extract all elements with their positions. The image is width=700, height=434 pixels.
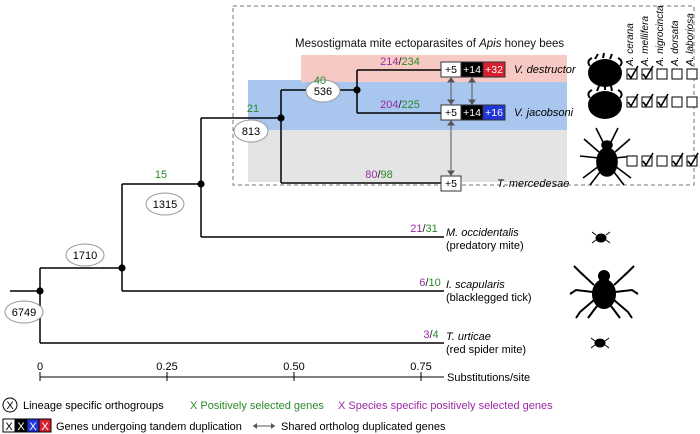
node-root: 6749 xyxy=(12,307,36,319)
host-checkboxes xyxy=(626,65,699,167)
taxon-t-urticae: T. urticae xyxy=(446,331,491,343)
v-jacobsoni-silhouette xyxy=(587,85,623,119)
svg-text:X: X xyxy=(17,421,25,433)
svg-text:80/98: 80/98 xyxy=(365,169,393,181)
tip-counts: 214/234 204/225 80/98 21/31 6/10 3/4 xyxy=(365,56,441,341)
svg-text:21/31: 21/31 xyxy=(410,223,438,235)
band-v-jacobsoni xyxy=(248,80,567,130)
taxon-t-mercedesae: T. mercedesae xyxy=(497,178,569,190)
taxon-v-jacobsoni: V. jacobsoni xyxy=(514,107,574,119)
axis-ticks: 0 0.25 0.50 0.75 Substitutions/site xyxy=(37,361,530,384)
clade-title: Mesostigmata mite ectoparasites of Apis … xyxy=(295,38,564,50)
svg-text:X: X xyxy=(5,421,13,433)
i-scapularis-silhouette xyxy=(569,265,639,319)
tandem-boxes: +5 +14 +32 +5 +14 +16 +5 xyxy=(440,61,506,192)
check-mark-icon xyxy=(627,93,639,108)
common-i-scapularis: (blacklegged tick) xyxy=(446,292,532,304)
legend-lineage: Lineage specific orthogroups xyxy=(23,400,164,412)
m-occidentalis-silhouette xyxy=(591,231,611,244)
tree-node-dots xyxy=(36,86,361,295)
legend-shared: Shared ortholog duplicated genes xyxy=(281,421,446,433)
legend-positive: X Positively selected genes xyxy=(190,400,324,412)
branch-40: 40 xyxy=(314,75,326,87)
host-a-cerana: A. cerana xyxy=(625,23,636,67)
host-checkbox-mercedesae-1 xyxy=(641,155,653,167)
host-checkbox-mercedesae-4 xyxy=(686,155,698,167)
check-mark-icon xyxy=(672,152,684,167)
t-urticae-silhouette xyxy=(590,337,610,349)
legend: X Lineage specific orthogroups X Positiv… xyxy=(2,397,553,433)
shared-ortholog-arrows xyxy=(447,77,476,176)
svg-text:X: X xyxy=(6,400,14,412)
host-checkbox-destructor-0 xyxy=(626,68,638,80)
t-mercedesae-silhouette xyxy=(579,127,635,186)
band-destructor-top xyxy=(301,56,567,82)
svg-text:0.50: 0.50 xyxy=(283,361,304,373)
host-checkbox-jacobsoni-2 xyxy=(656,96,668,108)
node-1315: 1315 xyxy=(153,199,177,211)
svg-text:214/234: 214/234 xyxy=(380,56,420,68)
svg-text:204/225: 204/225 xyxy=(380,99,420,111)
host-a-mellifera: A. mellifera xyxy=(640,16,651,67)
svg-text:+14: +14 xyxy=(463,64,481,76)
svg-text:0: 0 xyxy=(37,361,43,373)
node-813: 813 xyxy=(242,126,260,138)
check-mark-icon xyxy=(687,152,699,167)
svg-text:X: X xyxy=(29,421,37,433)
node-1710: 1710 xyxy=(73,250,97,262)
svg-text:0.25: 0.25 xyxy=(156,361,177,373)
v-destructor-silhouette xyxy=(587,52,623,87)
scale-axis xyxy=(39,372,444,381)
legend-tandem: Genes undergoing tandem duplication xyxy=(56,421,242,433)
svg-text:6/10: 6/10 xyxy=(419,277,440,289)
check-mark-icon xyxy=(657,93,669,108)
svg-text:+5: +5 xyxy=(445,64,457,76)
host-checkbox-jacobsoni-0 xyxy=(626,96,638,108)
host-checkbox-destructor-3 xyxy=(671,68,683,80)
taxon-m-occidentalis: M. occidentalis xyxy=(446,227,519,239)
check-mark-icon xyxy=(642,65,654,80)
taxon-names: V. destructor V. jacobsoni T. mercedesae… xyxy=(446,64,577,356)
taxon-i-scapularis: I. scapularis xyxy=(446,279,505,291)
svg-text:+32: +32 xyxy=(485,64,503,76)
check-mark-icon xyxy=(642,93,654,108)
host-checkbox-destructor-1 xyxy=(641,68,653,80)
host-checkbox-destructor-2 xyxy=(656,68,668,80)
host-checkbox-jacobsoni-3 xyxy=(671,96,683,108)
node-536: 536 xyxy=(314,86,332,98)
common-m-occidentalis: (predatory mite) xyxy=(446,240,524,252)
common-t-urticae: (red spider mite) xyxy=(446,344,526,356)
svg-text:+14: +14 xyxy=(463,107,481,119)
axis-label: Substitutions/site xyxy=(447,372,530,384)
host-checkbox-jacobsoni-4 xyxy=(686,96,698,108)
taxon-v-destructor: V. destructor xyxy=(514,64,577,76)
branch-15: 15 xyxy=(155,169,167,181)
svg-text:+5: +5 xyxy=(445,178,457,190)
host-a-nigrocincta: A. nigrocincta xyxy=(655,5,666,67)
host-checkbox-destructor-4 xyxy=(686,68,698,80)
host-checkbox-jacobsoni-1 xyxy=(641,96,653,108)
host-a-dorsata: A. dorsata xyxy=(670,20,681,67)
host-checkbox-mercedesae-2 xyxy=(656,155,668,167)
host-checkbox-mercedesae-3 xyxy=(671,155,683,167)
apis-parasite-frame xyxy=(232,5,695,186)
tree-branches xyxy=(10,69,447,344)
legend-species: X Species specific positively selected g… xyxy=(338,400,553,412)
svg-text:0.75: 0.75 xyxy=(410,361,431,373)
host-checkbox-mercedesae-0 xyxy=(626,155,638,167)
svg-text:+16: +16 xyxy=(485,107,503,119)
band-t-mercedesae xyxy=(248,130,567,182)
check-mark-icon xyxy=(627,65,639,80)
node-labels: 6749 1710 1315 813 536 xyxy=(4,79,341,324)
branch-counts: 15 21 40 xyxy=(155,75,326,181)
host-column-headers: A. cerana A. mellifera A. nigrocincta A.… xyxy=(625,5,696,67)
host-a-laboriosa: A. laboriosa xyxy=(685,13,696,67)
svg-text:3/4: 3/4 xyxy=(423,329,438,341)
svg-text:+5: +5 xyxy=(445,107,457,119)
check-mark-icon xyxy=(642,152,654,167)
branch-21: 21 xyxy=(247,103,259,115)
svg-text:X: X xyxy=(41,421,49,433)
